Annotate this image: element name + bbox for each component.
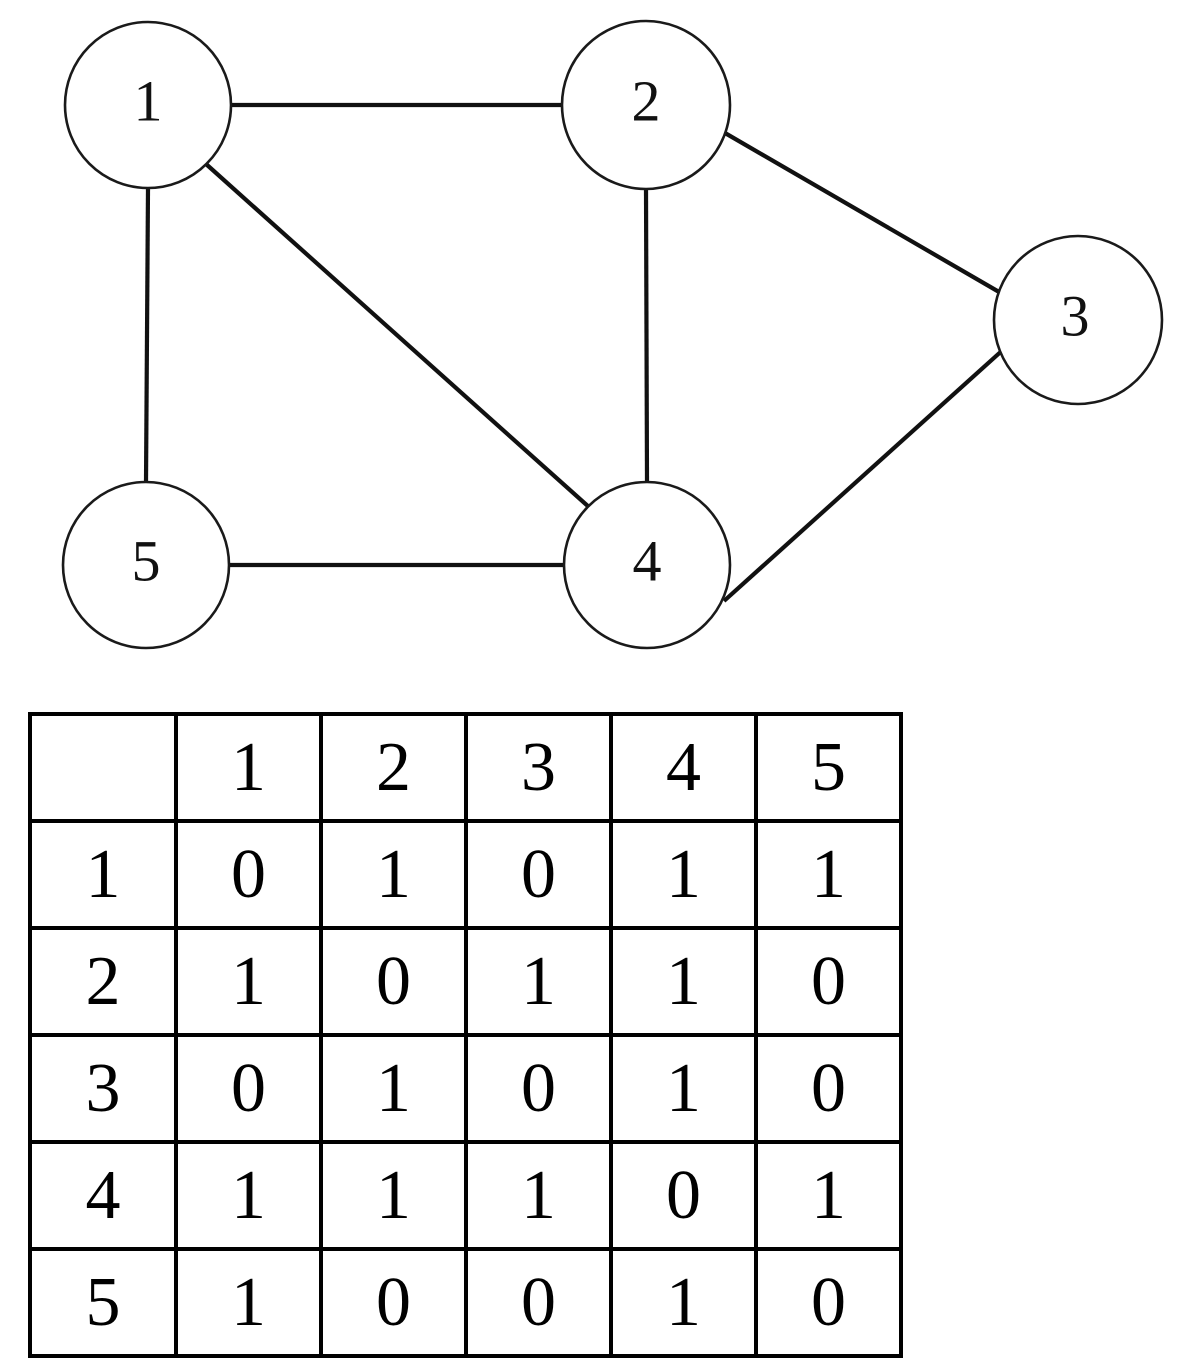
matrix-cell-2-4: 1 <box>609 926 758 1037</box>
matrix-cell-5-1: 1 <box>174 1247 323 1358</box>
matrix-column-header-4: 4 <box>609 712 758 823</box>
node-label-4: 4 <box>633 528 662 593</box>
edges-group <box>143 102 1008 603</box>
graph-node-3[interactable]: 3 <box>992 234 1164 406</box>
edge-1-5 <box>143 187 151 483</box>
matrix-column-header-3: 3 <box>464 712 613 823</box>
matrix-cell-5-2: 0 <box>319 1247 468 1358</box>
matrix-row-header-3: 3 <box>28 1033 178 1144</box>
matrix-row-header-5: 5 <box>28 1247 178 1358</box>
matrix-row-header-2: 2 <box>28 926 178 1037</box>
edge-2-3 <box>723 131 1008 298</box>
matrix-cell-2-2: 0 <box>319 926 468 1037</box>
node-circle-3 <box>992 234 1164 406</box>
matrix-cell-4-4: 0 <box>609 1140 758 1251</box>
graph-node-4[interactable]: 4 <box>562 480 732 650</box>
matrix-cell-2-5: 0 <box>754 926 903 1037</box>
matrix-cell-2-1: 1 <box>174 926 323 1037</box>
matrix-column-header-5: 5 <box>754 712 903 823</box>
matrix-corner-cell <box>28 712 178 823</box>
matrix-column-header-1: 1 <box>174 712 323 823</box>
graph-node-2[interactable]: 2 <box>560 19 732 191</box>
edge-2-4 <box>643 188 650 483</box>
matrix-cell-1-1: 0 <box>174 819 323 930</box>
edge-1-4 <box>204 162 592 510</box>
matrix-cell-1-2: 1 <box>319 819 468 930</box>
matrix-cell-5-4: 1 <box>609 1247 758 1358</box>
node-circle-2 <box>560 19 732 191</box>
node-label-5: 5 <box>132 528 161 593</box>
matrix-row-header-4: 4 <box>28 1140 178 1251</box>
matrix-cell-2-3: 1 <box>464 926 613 1037</box>
graph-node-1[interactable]: 1 <box>63 20 233 190</box>
node-label-1: 1 <box>134 68 163 133</box>
matrix-row-header-1: 1 <box>28 819 178 930</box>
matrix-cell-1-4: 1 <box>609 819 758 930</box>
nodes-group: 1 2 3 4 5 <box>61 19 1164 650</box>
matrix-cell-3-2: 1 <box>319 1033 468 1144</box>
graph-canvas: 1 2 3 4 5 <box>61 19 1164 650</box>
matrix-cell-4-2: 1 <box>319 1140 468 1251</box>
matrix-column-header-2: 2 <box>319 712 468 823</box>
graph-diagram: 1 2 3 4 5 <box>61 19 1164 650</box>
matrix-cell-3-3: 0 <box>464 1033 613 1144</box>
matrix-cell-3-1: 0 <box>174 1033 323 1144</box>
graph-node-5[interactable]: 5 <box>61 480 231 650</box>
matrix-cell-4-3: 1 <box>464 1140 613 1251</box>
node-circle-1 <box>63 20 233 190</box>
matrix-cell-3-5: 0 <box>754 1033 903 1144</box>
node-circle-5 <box>61 480 231 650</box>
matrix-cell-1-3: 0 <box>464 819 613 930</box>
matrix-cell-4-5: 1 <box>754 1140 903 1251</box>
matrix-cell-5-5: 0 <box>754 1247 903 1358</box>
matrix-cell-3-4: 1 <box>609 1033 758 1144</box>
node-circle-4 <box>562 480 732 650</box>
edge-3-4 <box>722 346 1007 603</box>
matrix-cell-1-5: 1 <box>754 819 903 930</box>
node-label-2: 2 <box>632 68 661 133</box>
node-label-3: 3 <box>1061 283 1090 348</box>
matrix-cell-5-3: 0 <box>464 1247 613 1358</box>
matrix-cell-4-1: 1 <box>174 1140 323 1251</box>
